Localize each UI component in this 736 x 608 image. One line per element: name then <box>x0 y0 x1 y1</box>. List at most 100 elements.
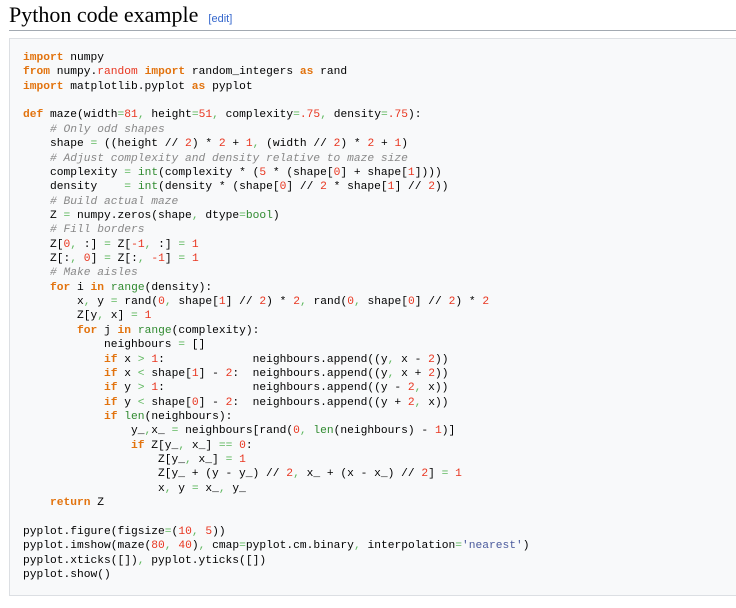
code-token-keyword: as <box>299 66 314 79</box>
code-line: return Z <box>23 496 530 510</box>
code-token-code-text: x)) <box>421 396 449 409</box>
edit-link[interactable]: [edit] <box>208 13 233 25</box>
code-token-code-text: maze(width <box>43 109 118 122</box>
code-token-code-text <box>23 354 104 366</box>
code-token-number: 40 <box>178 540 192 553</box>
code-line: if y < shape[0] - 2: neighbours.append((… <box>23 396 530 410</box>
code-token-operator: = <box>239 209 246 222</box>
code-token-code-text: ] <box>164 253 179 266</box>
code-line: for j in range(complexity): <box>23 324 530 338</box>
code-token-keyword: if <box>104 410 118 423</box>
code-token-code-text: ] // <box>414 296 449 309</box>
code-token-code-text: pyplot.show() <box>23 568 111 581</box>
code-token-keyword: return <box>50 497 91 510</box>
code-token-code-text: shape[ <box>144 367 192 380</box>
code-token-code-text: Z <box>23 209 64 222</box>
code-token-code-text: ) * <box>455 296 483 309</box>
code-token-code-text: i <box>70 281 91 294</box>
code-token-number: 2 <box>259 296 267 309</box>
code-token-operator: , <box>198 540 206 553</box>
code-token-code-text: x_] <box>185 439 219 452</box>
code-token-code-text <box>23 325 77 337</box>
code-line: Z[y, x] = 1 <box>23 309 530 323</box>
code-token-number: 0 <box>293 425 300 438</box>
code-token-code-text: dtype <box>198 209 240 222</box>
code-token-operator: = <box>380 109 388 122</box>
code-token-code-text: x_ <box>151 425 172 438</box>
code-token-number: -1 <box>151 253 165 266</box>
code-line: pyplot.figure(figsize=(10, 5)) <box>23 525 530 539</box>
code-token-operator: , <box>164 296 172 309</box>
code-token-code-text: x <box>117 367 138 380</box>
code-token-operator: = <box>225 454 233 467</box>
code-token-number: 2 <box>293 296 300 309</box>
code-token-code-text: )) <box>434 353 449 366</box>
code-token-number: 0 <box>347 296 354 309</box>
code-token-number: 2 <box>428 367 435 380</box>
code-token-operator: , <box>178 439 186 452</box>
code-token-code-text: Z[ <box>23 238 64 251</box>
code-token-operator: , <box>185 454 192 467</box>
code-token-code-text: )) <box>434 181 449 194</box>
code-token-code-text: ) <box>401 138 408 151</box>
code-token-operator: = <box>164 525 172 538</box>
code-token-operator: , <box>137 554 145 567</box>
code-token-code-text: ]))) <box>414 166 442 179</box>
code-token-operator: = <box>239 540 246 553</box>
code-token-number: 2 <box>367 138 375 151</box>
code-token-code-text: pyplot.figure(figsize <box>23 525 165 538</box>
code-token-code-text: rand( <box>117 296 159 309</box>
code-token-code-text: y_ <box>225 482 246 495</box>
code-token-number: 2 <box>320 181 327 194</box>
code-token-code-text: ( <box>171 525 179 538</box>
code-token-code-text: ) * <box>266 296 294 309</box>
code-token-code-text: matplotlib.pyplot <box>63 80 192 93</box>
code-token-code-text <box>23 397 104 409</box>
code-token-operator: = <box>63 209 71 222</box>
code-token-code-text: interpolation <box>360 540 456 553</box>
code-token-code-text <box>23 440 131 452</box>
code-token-number: 2 <box>482 296 490 309</box>
code-token-code-text <box>185 253 192 265</box>
code-token-number: 2 <box>225 367 233 380</box>
code-token-code-text: ): <box>408 109 422 122</box>
code-token-operator: = <box>124 181 132 194</box>
code-token-number: 1 <box>191 253 199 266</box>
code-token-code-text: ] // <box>394 181 429 194</box>
code-line: def maze(width=81, height=51, complexity… <box>23 108 530 122</box>
code-token-code-text: + <box>374 138 395 151</box>
code-token-code-text: ] - <box>198 367 226 380</box>
code-line: # Fill borders <box>23 223 530 237</box>
code-token-code-text: Z[ <box>110 238 132 251</box>
code-token-code-text <box>104 282 111 294</box>
code-token-operator: = <box>178 253 186 266</box>
code-token-code-text: : neighbours.append((y - <box>158 382 408 395</box>
code-token-number: 0 <box>158 296 165 309</box>
code-token-number: 1 <box>191 238 199 251</box>
code-token-code-text: numpy.zeros(shape <box>70 209 192 222</box>
code-line: neighbours = [] <box>23 338 530 352</box>
code-token-operator: , <box>212 109 219 122</box>
code-token-code-text: x)) <box>421 382 449 395</box>
code-token-operator: = <box>171 425 179 438</box>
code-token-operator: = <box>191 482 199 495</box>
code-token-operator: , <box>70 253 78 266</box>
code-line <box>23 511 530 525</box>
code-token-number: 0 <box>63 238 71 251</box>
code-token-operator: = <box>117 109 125 122</box>
code-token-keyword: if <box>104 396 118 409</box>
code-token-code-text: cmap <box>205 540 240 553</box>
code-token-code-text: shape[ <box>360 296 409 309</box>
code-token-code-text: y <box>117 396 138 409</box>
code-token-code-text: x <box>117 353 138 366</box>
code-token-number: 2 <box>185 138 192 151</box>
code-token-code-text: : neighbours.append((y + <box>232 396 408 409</box>
code-token-code-text: Z[y_ <box>23 454 186 467</box>
code-token-operator: , <box>354 296 361 309</box>
code-token-code-text: x + <box>394 367 429 380</box>
code-token-operator: = <box>131 310 138 323</box>
code-token-code-text <box>23 153 50 165</box>
code-token-code-text: pyplot.yticks([]) <box>144 554 267 567</box>
code-line: # Only odd shapes <box>23 123 530 137</box>
code-token-operator: , <box>218 482 226 495</box>
